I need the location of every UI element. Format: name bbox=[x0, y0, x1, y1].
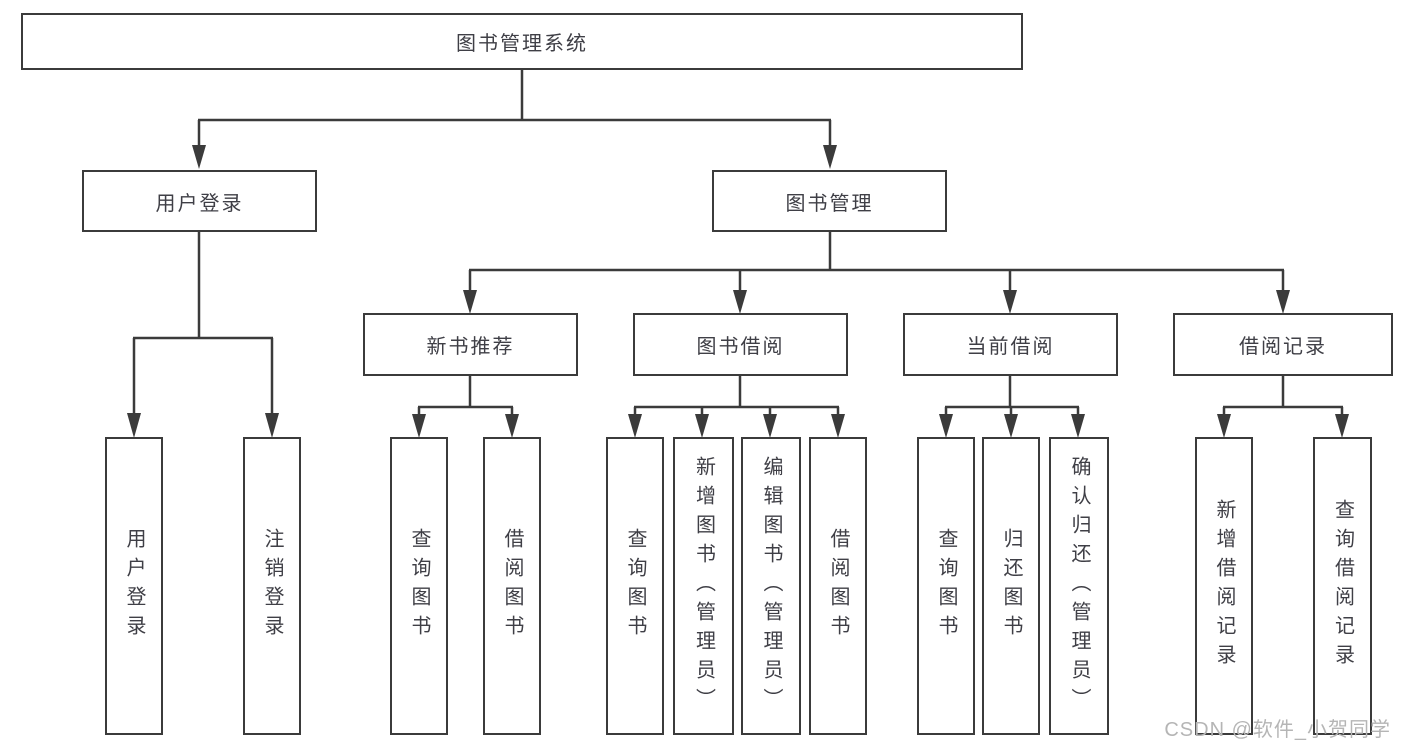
leaf-edit-book-admin: 编辑图书（管理员） bbox=[741, 437, 801, 735]
leaf-label: 用户登录 bbox=[123, 528, 145, 644]
leaf-confirm-return-admin: 确认归还（管理员） bbox=[1049, 437, 1109, 735]
leaf-label: 查询图书 bbox=[408, 528, 430, 644]
leaf-user-login: 用户登录 bbox=[105, 437, 163, 735]
leaf-label: 借阅图书 bbox=[827, 528, 849, 644]
leaf-return-book: 归还图书 bbox=[982, 437, 1040, 735]
leaf-label: 确认归还（管理员） bbox=[1068, 455, 1090, 717]
leaf-query-books-3: 查询图书 bbox=[917, 437, 975, 735]
leaf-label: 注销登录 bbox=[261, 528, 283, 644]
leaf-label: 新增借阅记录 bbox=[1213, 499, 1235, 673]
node-book-mgmt: 图书管理 bbox=[712, 170, 947, 232]
leaf-logout: 注销登录 bbox=[243, 437, 301, 735]
leaf-label: 借阅图书 bbox=[501, 528, 523, 644]
leaf-add-borrow-record: 新增借阅记录 bbox=[1195, 437, 1253, 735]
node-book-borrow: 图书借阅 bbox=[633, 313, 848, 376]
node-root: 图书管理系统 bbox=[21, 13, 1023, 70]
leaf-add-book-admin: 新增图书（管理员） bbox=[673, 437, 734, 735]
leaf-label: 查询借阅记录 bbox=[1331, 499, 1354, 673]
leaf-label: 查询图书 bbox=[624, 528, 646, 644]
node-borrow-records: 借阅记录 bbox=[1173, 313, 1393, 376]
leaf-query-borrow-record: 查询借阅记录 bbox=[1313, 437, 1372, 735]
leaf-label: 新增图书（管理员） bbox=[692, 455, 715, 717]
leaf-label: 查询图书 bbox=[935, 528, 957, 644]
leaf-query-books-1: 查询图书 bbox=[390, 437, 448, 735]
node-new-book-rec: 新书推荐 bbox=[363, 313, 578, 376]
leaf-label: 编辑图书（管理员） bbox=[760, 455, 782, 717]
leaf-borrow-books-2: 借阅图书 bbox=[809, 437, 867, 735]
watermark-text: CSDN @软件_小贺同学 bbox=[1164, 719, 1391, 741]
node-current-borrow: 当前借阅 bbox=[903, 313, 1118, 376]
leaf-borrow-books-1: 借阅图书 bbox=[483, 437, 541, 735]
node-user-login: 用户登录 bbox=[82, 170, 317, 232]
arrowheads bbox=[127, 145, 1349, 438]
leaf-label: 归还图书 bbox=[1000, 528, 1022, 644]
leaf-query-books-2: 查询图书 bbox=[606, 437, 664, 735]
